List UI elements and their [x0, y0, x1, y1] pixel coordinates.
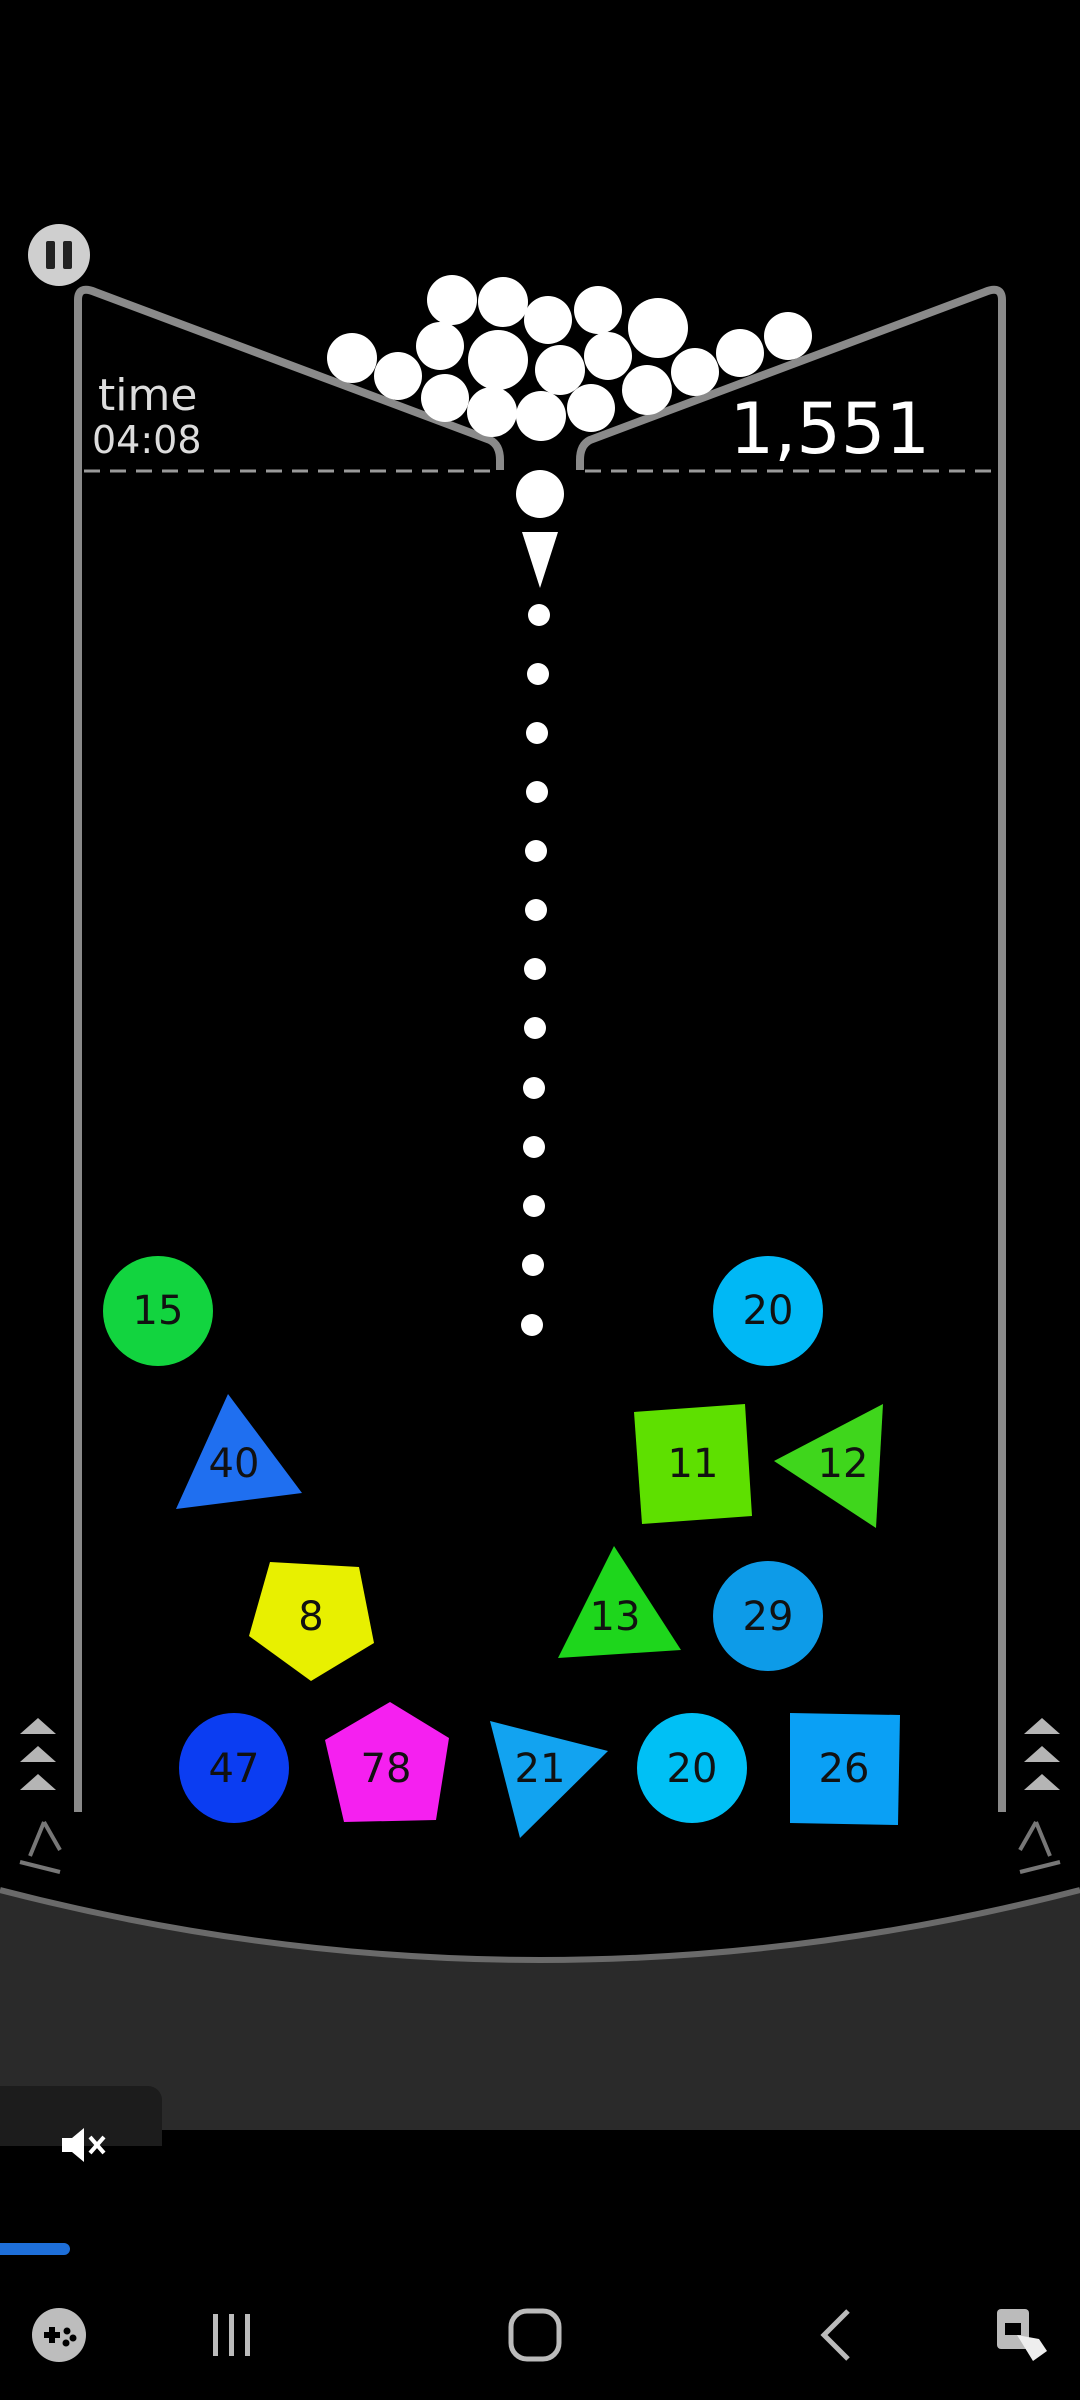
- video-progress-bar[interactable]: [0, 2243, 70, 2255]
- shape-circle-20-bottom: [637, 1713, 747, 1823]
- floor-rim: [0, 1887, 1080, 1963]
- shape-circle-15: [103, 1256, 213, 1366]
- back-button[interactable]: [792, 2290, 882, 2380]
- home-button[interactable]: [490, 2290, 580, 2380]
- score: 1,551: [729, 388, 930, 470]
- shape-label: 15: [133, 1288, 184, 1334]
- recent-apps-icon: [213, 2314, 250, 2356]
- shape-label: 78: [361, 1746, 412, 1792]
- shape-circle-20-top: [713, 1256, 823, 1366]
- aim-arrow: [522, 532, 558, 588]
- mute-button[interactable]: [52, 2120, 112, 2170]
- shape-pentagon-8: [249, 1562, 374, 1681]
- shape-label: 29: [743, 1594, 794, 1640]
- recent-apps-button[interactable]: [187, 2290, 277, 2380]
- shape-label: 11: [668, 1441, 719, 1487]
- pause-button[interactable]: [28, 224, 90, 286]
- pause-icon: [46, 241, 55, 269]
- shape-label: 20: [667, 1746, 718, 1792]
- shape-square-26: [790, 1713, 900, 1825]
- shape-triangle-40: [176, 1394, 302, 1509]
- time-value: 04:08: [92, 418, 202, 462]
- left-launcher-icon: [19, 1821, 62, 1874]
- game-launcher-icon: [32, 2308, 86, 2362]
- right-launcher-icon: [1018, 1821, 1061, 1874]
- ball-pile: [327, 275, 812, 518]
- shape-label: 40: [209, 1441, 260, 1487]
- shape-triangle-13: [558, 1546, 681, 1658]
- shape-label: 26: [819, 1746, 870, 1792]
- shape-label: 20: [743, 1288, 794, 1334]
- home-icon: [508, 2308, 562, 2362]
- container-wall-right: [576, 285, 1006, 1812]
- shape-label: 47: [209, 1746, 260, 1792]
- game-board[interactable]: 15 20 40 11 12 8 13 29 47 78 21 20 26: [0, 0, 1080, 2130]
- shape-circle-47: [179, 1713, 289, 1823]
- shape-square-11: [634, 1404, 752, 1524]
- trajectory-dots: [521, 604, 550, 1336]
- screen-lock-touch-icon: [997, 2309, 1047, 2361]
- game-launcher-button[interactable]: [14, 2290, 104, 2380]
- time-label: time: [98, 370, 198, 421]
- container-wall-left: [74, 285, 504, 1812]
- shape-label: 8: [298, 1594, 323, 1640]
- volume-muted-icon: [62, 2128, 106, 2162]
- shape-label: 12: [818, 1441, 869, 1487]
- floor: [0, 1890, 1080, 2130]
- shape-triangle-21: [490, 1721, 608, 1838]
- back-icon: [820, 2309, 850, 2361]
- shape-pentagon-78: [325, 1702, 449, 1822]
- screen-touch-lock-button[interactable]: [976, 2290, 1066, 2380]
- shape-label: 13: [590, 1594, 641, 1640]
- shape-label: 21: [515, 1746, 566, 1792]
- shape-triangle-12: [774, 1404, 883, 1528]
- system-navigation-bar: [0, 2268, 1080, 2400]
- shape-circle-29: [713, 1561, 823, 1671]
